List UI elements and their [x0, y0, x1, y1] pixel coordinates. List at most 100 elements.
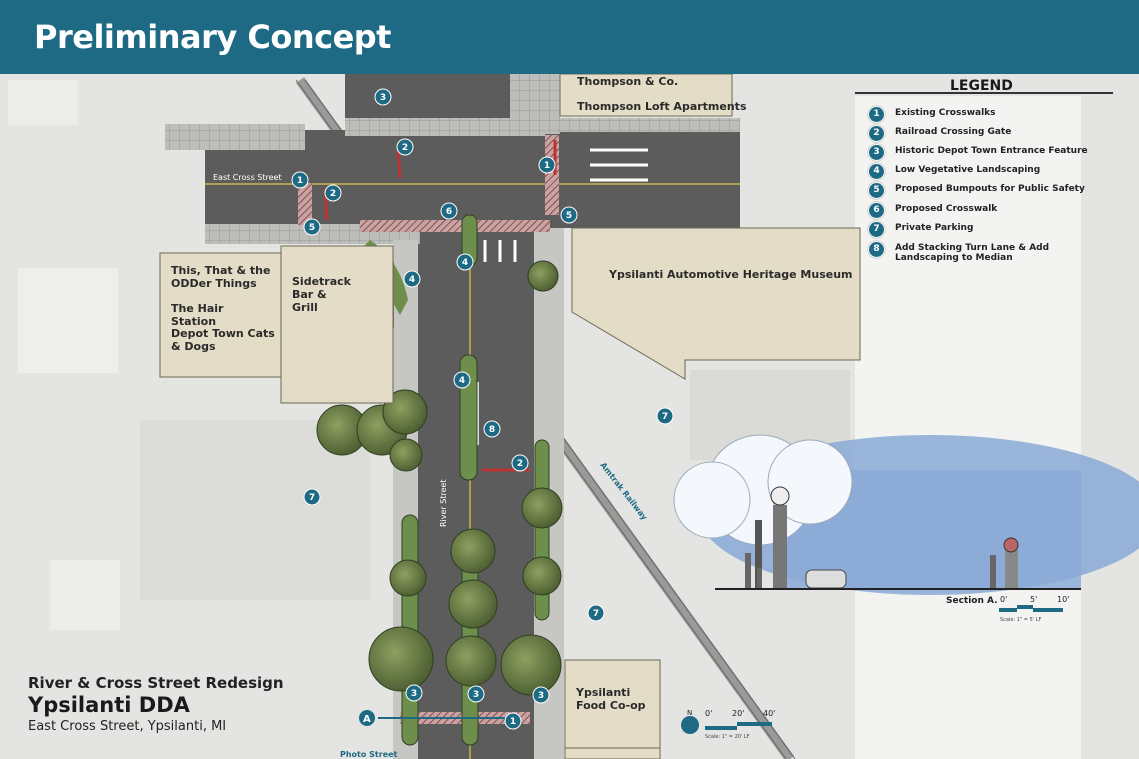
legend-item: 3 Historic Depot Town Entrance Feature — [868, 144, 1118, 162]
marker-label: 3 — [411, 689, 417, 699]
legend-label: Existing Crosswalks — [895, 108, 996, 118]
legend-number: 6 — [868, 202, 885, 219]
legend-label: Proposed Bumpouts for Public Safety — [895, 184, 1085, 194]
marker-label: 4 — [462, 258, 468, 268]
marker-label: 3 — [538, 691, 544, 701]
plan-scale-tick: 20' — [732, 709, 744, 718]
crosswalk — [360, 220, 550, 232]
marker-2 — [511, 454, 529, 472]
legend-item: 7 Private Parking — [868, 221, 1118, 239]
marker-4 — [456, 253, 474, 271]
section-scale-note: Scale: 1" = 5' LF — [1000, 617, 1042, 623]
legend-label: Private Parking — [895, 223, 974, 233]
legend-number: 5 — [868, 182, 885, 199]
legend-label: Add Stacking Turn Lane & Add Landscaping… — [895, 243, 1050, 263]
section-tree-trunk — [755, 520, 762, 588]
marker-label: 5 — [309, 223, 315, 233]
building-thompson — [559, 74, 733, 117]
legend-number: 7 — [868, 221, 885, 238]
building-coop-annex — [564, 747, 661, 759]
aerial-building — [50, 560, 120, 630]
legend-item: 8 Add Stacking Turn Lane & Add Landscapi… — [868, 241, 1118, 265]
tree — [389, 559, 427, 597]
tree — [527, 260, 559, 292]
legend-number: 3 — [868, 144, 885, 161]
marker-label: 3 — [473, 690, 479, 700]
crosswalk — [298, 183, 312, 225]
legend-divider — [855, 92, 1113, 94]
project-subtitle: River & Cross Street Redesign — [28, 674, 284, 692]
legend-label: Historic Depot Town Entrance Feature — [895, 146, 1088, 156]
site-plan-map: Section A. 0' 5' 10' Scale: 1" = 5' LF N… — [0, 74, 1139, 759]
section-scale-bar — [1033, 608, 1063, 612]
marker-label: 5 — [566, 211, 572, 221]
tree — [445, 635, 497, 687]
tree — [500, 634, 562, 696]
section-scale-tick: 5' — [1030, 595, 1037, 604]
tree — [368, 626, 434, 692]
marker-6 — [440, 202, 458, 220]
street-label-photo: Photo Street — [340, 750, 398, 759]
label-sidetrack: Sidetrack Bar & Grill — [292, 275, 351, 314]
marker-7 — [656, 407, 674, 425]
marker-2 — [324, 184, 342, 202]
legend-label: Proposed Crosswalk — [895, 204, 998, 214]
marker-label: 4 — [459, 376, 465, 386]
header-bar: Preliminary Concept — [0, 0, 1139, 74]
project-title: Ypsilanti DDA — [28, 693, 190, 717]
label-food-coop: Ypsilanti Food Co-op — [576, 686, 646, 712]
sidewalk — [345, 118, 545, 136]
marker-label: 6 — [446, 207, 452, 217]
tree — [448, 579, 498, 629]
section-gate-light — [1003, 537, 1019, 553]
section-cut-label: A — [363, 714, 371, 725]
street-label-river: River Street — [439, 479, 448, 527]
section-scale-tick: 0' — [1000, 595, 1007, 604]
marker-label: 1 — [510, 717, 516, 727]
sidewalk — [165, 124, 305, 150]
legend-label: Railroad Crossing Gate — [895, 127, 1012, 137]
section-scale-tick: 10' — [1057, 595, 1069, 604]
marker-5 — [303, 218, 321, 236]
section-clock — [770, 486, 790, 506]
marker-1 — [291, 171, 309, 189]
crosswalk — [545, 135, 559, 215]
marker-2 — [396, 138, 414, 156]
section-depot-tower — [773, 505, 787, 588]
building-museum — [571, 227, 861, 380]
section-scale-bar — [1017, 605, 1033, 609]
marker-3 — [467, 685, 485, 703]
north-label: N — [687, 709, 692, 717]
marker-3 — [405, 684, 423, 702]
section-person — [745, 553, 751, 588]
marker-7 — [303, 488, 321, 506]
plan-scale-tick: 0' — [705, 709, 712, 718]
plan-markers: 3 2 1 1 2 5 6 5 4 4 4 7 8 2 7 7 3 3 3 — [291, 88, 674, 730]
legend-label: Low Vegetative Landscaping — [895, 165, 1041, 175]
plan-scale-note: Scale: 1" = 20' LF — [705, 734, 750, 740]
tree — [522, 556, 562, 596]
legend-item: 1 Existing Crosswalks — [868, 106, 1118, 124]
marker-label: 1 — [544, 161, 550, 171]
label-this-that: This, That & the ODDer Things — [171, 264, 271, 290]
marker-4 — [453, 371, 471, 389]
north-arrow — [681, 716, 699, 734]
section-scale-bar — [999, 608, 1017, 612]
building-shops — [159, 252, 283, 378]
marker-label: 1 — [297, 176, 303, 186]
marker-4 — [403, 270, 421, 288]
label-thompson-co: Thompson & Co. — [577, 75, 679, 88]
section-tree-canopy — [767, 439, 853, 525]
legend-item: 4 Low Vegetative Landscaping — [868, 163, 1118, 181]
aerial-building — [8, 80, 78, 125]
label-hair-station: The Hair Station — [171, 302, 224, 328]
marker-label: 2 — [402, 143, 408, 153]
marker-label: 8 — [489, 425, 495, 435]
tree — [521, 487, 563, 529]
street-label-east-cross: East Cross Street — [213, 173, 282, 182]
marker-3 — [532, 686, 550, 704]
section-car — [805, 569, 847, 589]
legend-number: 4 — [868, 163, 885, 180]
right-panel — [855, 96, 1081, 759]
plan-scale-bar — [737, 722, 772, 726]
